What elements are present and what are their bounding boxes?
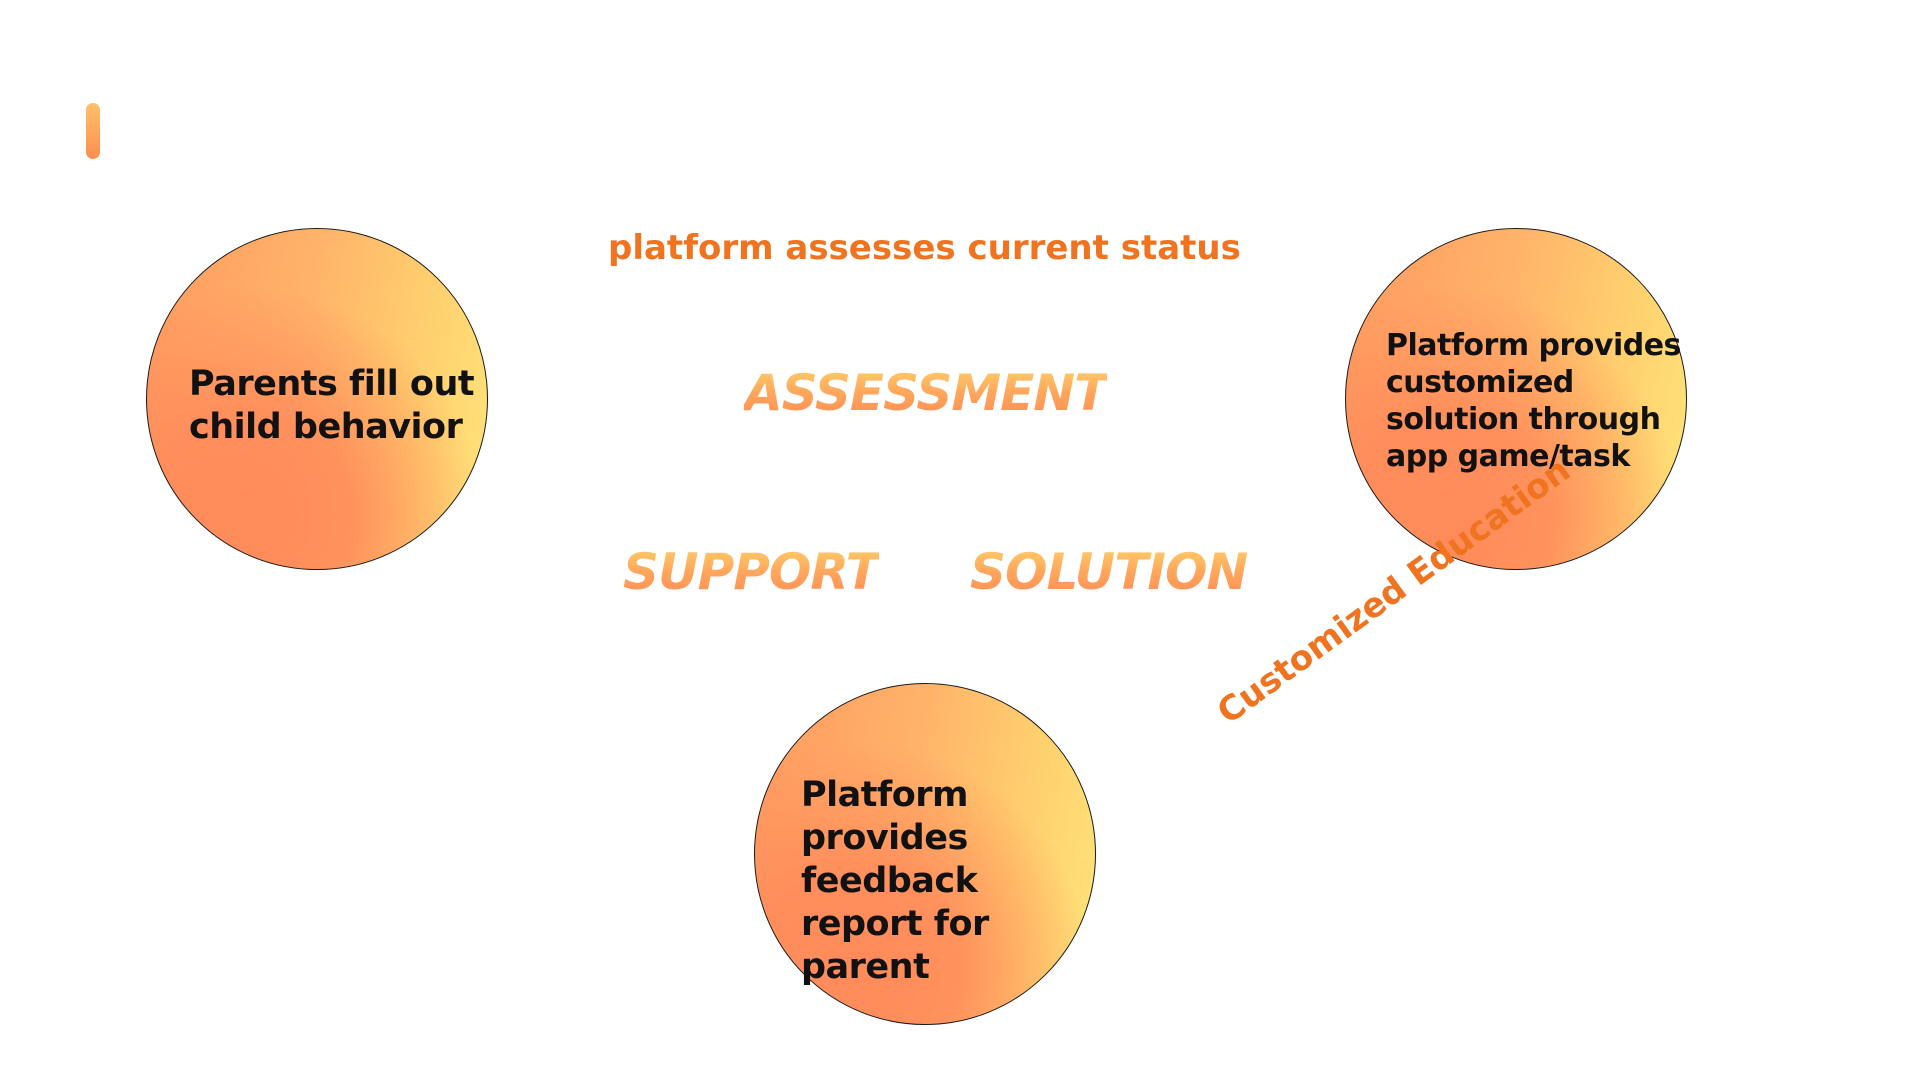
assessment-caption: platform assesses current status bbox=[608, 228, 1241, 268]
parents-node: Parents fill out child behavior bbox=[146, 228, 488, 570]
parents-node-text: Parents fill out child behavior bbox=[189, 364, 475, 447]
solution-node: Platform provides customized solution th… bbox=[1345, 228, 1687, 570]
support-stage-label: SUPPORT bbox=[623, 543, 880, 601]
solution-stage-label: SOLUTION bbox=[970, 543, 1248, 601]
feedback-node-text: Platform provides feedback report for pa… bbox=[801, 775, 989, 987]
solution-node-text: Platform provides customized solution th… bbox=[1386, 328, 1681, 474]
accent-bar-icon bbox=[86, 103, 100, 159]
assessment-stage-label: ASSESSMENT bbox=[744, 364, 1108, 422]
feedback-node: Platform provides feedback report for pa… bbox=[754, 683, 1096, 1025]
